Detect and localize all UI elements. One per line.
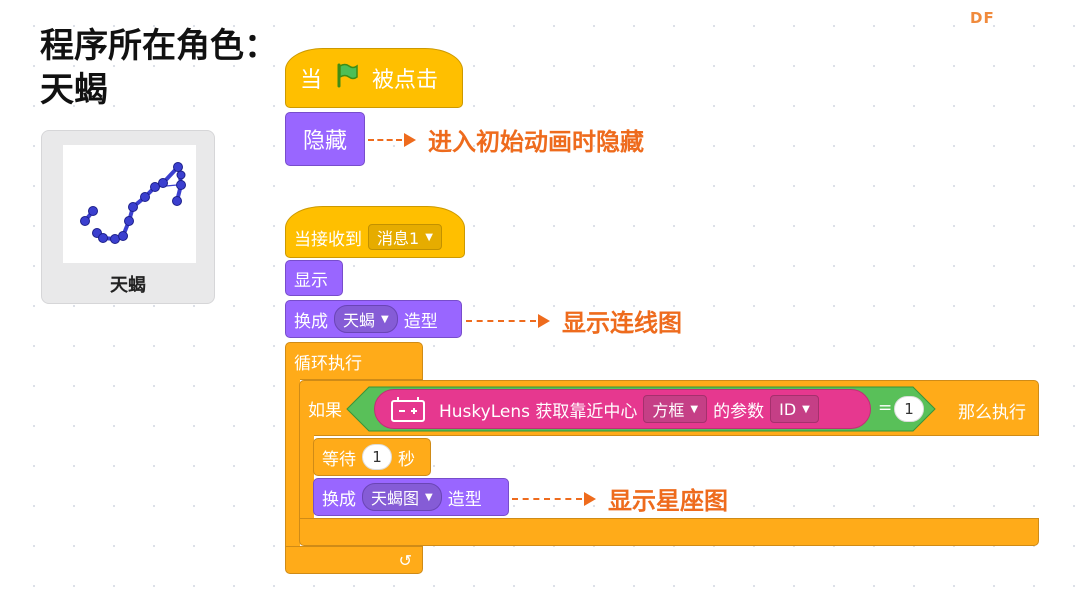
hat-suffix: 被点击 [372,68,439,93]
wait-block[interactable]: 等待 1 秒 [313,438,431,476]
chevron-down-icon: ▼ [425,231,433,243]
sprite-thumbnail [63,145,196,263]
wait-seconds-input[interactable]: 1 [362,444,392,470]
sprite-card[interactable]: 天蝎 [41,130,215,304]
huskylens-icon [391,396,425,422]
show-label: 显示 [294,270,328,291]
annotation-switch1-text: 显示连线图 [562,309,682,337]
show-block[interactable]: 显示 [285,260,343,296]
chevron-down-icon: ▼ [802,403,810,415]
annotation-switch2: 显示星座图 [512,481,728,516]
annotation-hide: 进入初始动画时隐藏 [368,122,644,157]
receive-label: 当接收到 [294,229,362,250]
equals-value-input[interactable]: 1 [894,396,924,422]
then-label: 那么执行 [958,403,1026,423]
arrow-right-icon [538,313,550,328]
message-dropdown[interactable]: 消息1 ▼ [368,224,442,250]
if-arm [299,434,314,520]
forever-bottom: ↺ [285,546,423,574]
switch-costume-block-2[interactable]: 换成 天蝎图 ▼ 造型 [313,478,509,516]
equals-sign: = [878,398,893,418]
chevron-down-icon: ▼ [425,491,433,503]
arrow-right-icon [584,491,596,506]
when-receive-message-hat[interactable]: 当接收到 消息1 ▼ [285,206,465,258]
loop-arrow-icon: ↺ [398,550,412,570]
wait-prefix: 等待 [322,449,356,470]
annotation-switch1: 显示连线图 [466,303,682,338]
when-flag-clicked-hat[interactable]: 当 被点击 [285,48,463,108]
switch-prefix: 换成 [322,489,356,510]
switch-suffix: 造型 [447,489,482,510]
param-dropdown[interactable]: ID ▼ [770,395,819,423]
costume-value-2: 天蝎图 [371,489,420,508]
costume-dropdown-2[interactable]: 天蝎图 ▼ [362,483,442,511]
sprite-title-line1: 程序所在角色： [40,26,278,66]
arrow-right-icon [404,132,416,147]
hat-prefix: 当 [300,68,323,93]
hide-label: 隐藏 [302,129,347,154]
box-value: 方框 [652,401,685,420]
annotation-switch2-text: 显示星座图 [608,487,728,515]
costume-value-1: 天蝎 [343,311,376,330]
green-flag-icon [334,62,360,94]
box-dropdown[interactable]: 方框 ▼ [643,395,708,423]
chevron-down-icon: ▼ [690,403,699,415]
huskylens-label: HuskyLens 获取靠近中心 [439,401,638,422]
switch-prefix: 换成 [294,311,328,332]
chevron-down-icon: ▼ [381,313,389,325]
if-bottom [299,518,1039,546]
scorpius-constellation-icon [80,162,186,244]
sprite-name: 天蝎 [110,275,146,296]
if-label: 如果 [308,400,342,421]
costume-dropdown-1[interactable]: 天蝎 ▼ [334,305,398,333]
watermark-logo: DF [970,9,995,27]
sprite-title-line2: 天蝎 [40,70,108,110]
param-value: ID [779,399,797,419]
param-label: 的参数 [713,401,765,422]
sprite-title: 程序所在角色： 天蝎 [40,24,278,112]
switch-costume-block-1[interactable]: 换成 天蝎 ▼ 造型 [285,300,462,338]
switch-suffix: 造型 [403,311,438,332]
forever-block[interactable]: 循环执行 [285,342,423,380]
forever-arm [285,378,300,548]
forever-label: 循环执行 [294,353,362,374]
wait-suffix: 秒 [398,449,415,470]
huskylens-get-param-block[interactable]: HuskyLens 获取靠近中心 方框 ▼ 的参数 ID ▼ [374,389,871,429]
hide-block[interactable]: 隐藏 [285,112,365,166]
message-value: 消息1 [377,229,420,248]
annotation-hide-text: 进入初始动画时隐藏 [428,128,644,156]
